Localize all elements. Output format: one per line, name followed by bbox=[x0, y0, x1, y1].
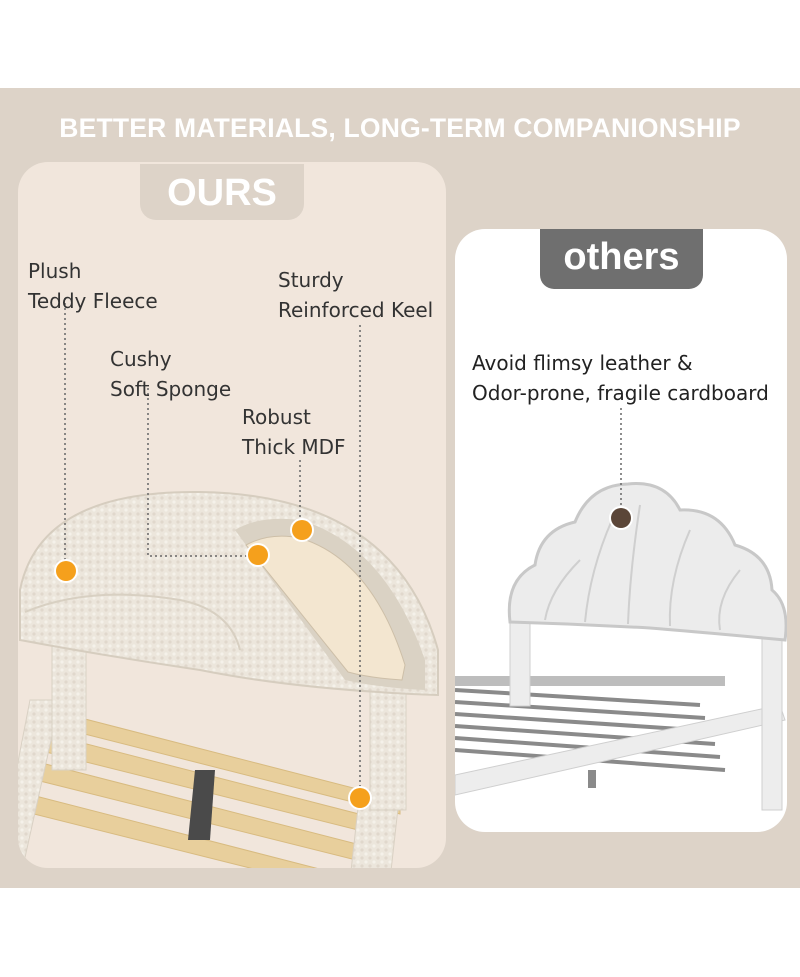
others-tag: others bbox=[540, 229, 703, 289]
ours-bed-image bbox=[18, 490, 439, 868]
others-label: Avoid flimsy leather &Odor-prone, fragil… bbox=[472, 351, 769, 405]
mdf-callout-dot bbox=[292, 520, 312, 540]
others-bed-image bbox=[455, 482, 787, 811]
ours-leader-lines bbox=[64, 298, 361, 788]
headline: BETTER MATERIALS, LONG-TERM COMPANIONSHI… bbox=[59, 113, 741, 143]
others-callout-dot bbox=[611, 508, 631, 528]
fleece-callout-dot bbox=[56, 561, 76, 581]
keel-callout-dot bbox=[350, 788, 370, 808]
sponge-callout-dot bbox=[248, 545, 268, 565]
ours-tag: OURS bbox=[140, 164, 304, 220]
